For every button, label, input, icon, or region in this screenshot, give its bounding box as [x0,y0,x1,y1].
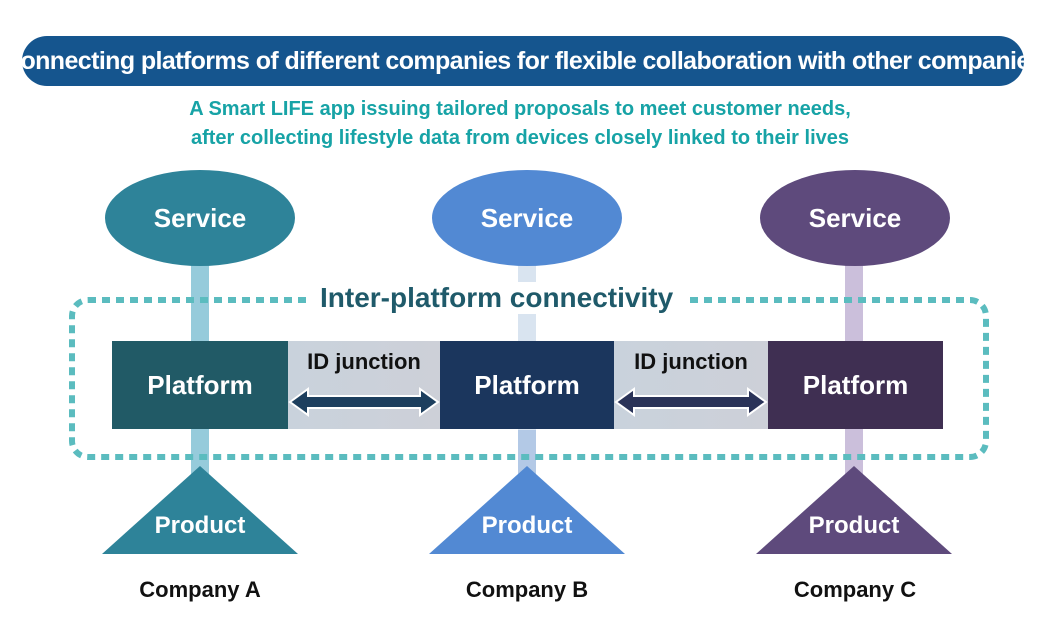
subtitle-line-2: after collecting lifestyle data from dev… [190,127,850,149]
product-label-company-b: Product [481,512,573,539]
id-junction-bc: ID junction [614,341,768,429]
product-label-company-c: Product [808,512,900,539]
id-junction-ab: ID junction [288,341,440,429]
platform-company-a: Platform [112,341,288,429]
product-triangle-company-a [102,466,298,554]
service-ellipse-company-c: Service [760,170,950,266]
company-label-b: Company B [465,577,589,602]
title-banner: Connecting platforms of different compan… [3,36,1040,86]
company-label-c: Company C [793,577,917,602]
subtitle-line-1: A Smart LIFE app issuing tailored propos… [189,98,851,120]
service-label: Service [153,202,247,233]
connectivity-label: Inter-platform connectivity [308,282,686,314]
company-label-a: Company A [139,577,261,602]
platform-company-c: Platform [768,341,943,429]
platform-company-b: Platform [440,341,614,429]
product-label-company-a: Product [154,512,246,539]
platform-label: Platform [802,369,909,400]
double-arrow-icon [614,387,768,417]
junction-label: ID junction [307,349,421,374]
banner-title: Connecting platforms of different compan… [3,46,1040,75]
junction-label: ID junction [634,349,748,374]
platform-label: Platform [147,369,253,400]
subtitle: A Smart LIFE app issuing tailored propos… [0,95,1040,153]
double-arrow-icon [288,387,440,417]
service-label: Service [808,202,902,233]
service-label: Service [480,202,574,233]
product-triangle-company-c [756,466,952,554]
platform-label: Platform [474,369,580,400]
service-ellipse-company-b: Service [432,170,622,266]
product-triangle-company-b [429,466,625,554]
service-ellipse-company-a: Service [105,170,295,266]
